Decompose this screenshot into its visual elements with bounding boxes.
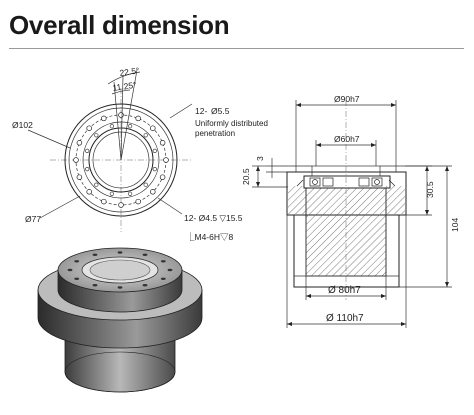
dia-pcd-label: Ø77 [25, 214, 41, 224]
outer-bolt-hole [150, 125, 156, 131]
inner-bolt-hole [128, 191, 133, 196]
outer-bolt-hole [118, 112, 124, 118]
render-bolt-hole [92, 253, 98, 256]
inner-bolt-hole [109, 124, 114, 129]
inner-bolt-hole [128, 124, 133, 129]
dia-bottom-label: Ø 110h7 [326, 313, 364, 324]
holes-top-note-2: penetration [195, 129, 235, 138]
outer-bolt-hole [101, 198, 107, 205]
dia-outer-label: Ø102 [12, 120, 33, 130]
outer-bolt-hole [86, 189, 92, 195]
holes-top-dia: Ø5.5 [211, 106, 230, 116]
holes-bottom-label: 12- Ø4.5 ▽15.5 [184, 213, 243, 223]
dim-20-5-label: 20.5 [241, 168, 251, 185]
render-bolt-hole [92, 284, 98, 287]
dim-104-label: 104 [450, 218, 460, 232]
render-bolt-hole [117, 251, 123, 254]
render-bolt-hole [142, 253, 148, 256]
render-bolt-hole [74, 277, 80, 280]
outer-bolt-hole [135, 198, 141, 205]
render-bolt-hole [74, 260, 80, 263]
dim-3-label: 3 [255, 156, 265, 161]
inner-bolt-hole [143, 133, 148, 138]
dia-inner-label: Ø60h7 [334, 134, 360, 144]
angle-inner-label: 11.25° [112, 80, 137, 93]
outer-bolt-hole [76, 174, 83, 180]
product-render-image [37, 247, 203, 393]
outer-bolt-hole [73, 157, 79, 163]
title-divider [9, 48, 464, 49]
inner-bolt-hole [109, 191, 114, 196]
outer-bolt-hole [163, 157, 169, 163]
render-bolt-hole [167, 268, 173, 272]
angle-outer-label: 22.5° [119, 65, 140, 78]
dim-30-5-label: 30.5 [425, 181, 435, 198]
holes-top-count: 12- [195, 106, 207, 116]
dia-lower-label: Ø 80h7 [328, 285, 361, 296]
inner-bolt-hole [94, 133, 99, 138]
outer-bolt-hole [150, 189, 156, 195]
outer-bolt-hole [101, 115, 107, 122]
inner-bolt-hole [152, 167, 157, 172]
section-view [286, 100, 407, 300]
outer-bolt-hole [159, 140, 166, 146]
page-title: Overall dimension [9, 10, 230, 40]
outer-bolt-hole [76, 140, 83, 146]
outer-bolt-hole [118, 202, 124, 208]
render-bolt-hole [160, 277, 166, 280]
inner-bolt-hole [85, 148, 90, 153]
render-bolt-hole [142, 284, 148, 287]
outer-bolt-hole [159, 174, 166, 180]
outer-bolt-hole [86, 125, 92, 131]
holes-top-note-1: Uniformly distributed [195, 119, 268, 128]
front-view [50, 69, 192, 232]
inner-bolt-hole [152, 148, 157, 153]
inner-bolt-hole [143, 182, 148, 187]
render-bolt-hole [117, 286, 123, 289]
render-bolt-hole [67, 268, 73, 272]
dia-top-label: Ø90h7 [334, 94, 360, 104]
thread-label: ⎿M4-6H▽8 [186, 232, 234, 242]
render-bolt-hole [160, 260, 166, 263]
inner-bolt-hole [94, 182, 99, 187]
inner-bolt-hole [85, 167, 90, 172]
outer-bolt-hole [135, 115, 141, 122]
